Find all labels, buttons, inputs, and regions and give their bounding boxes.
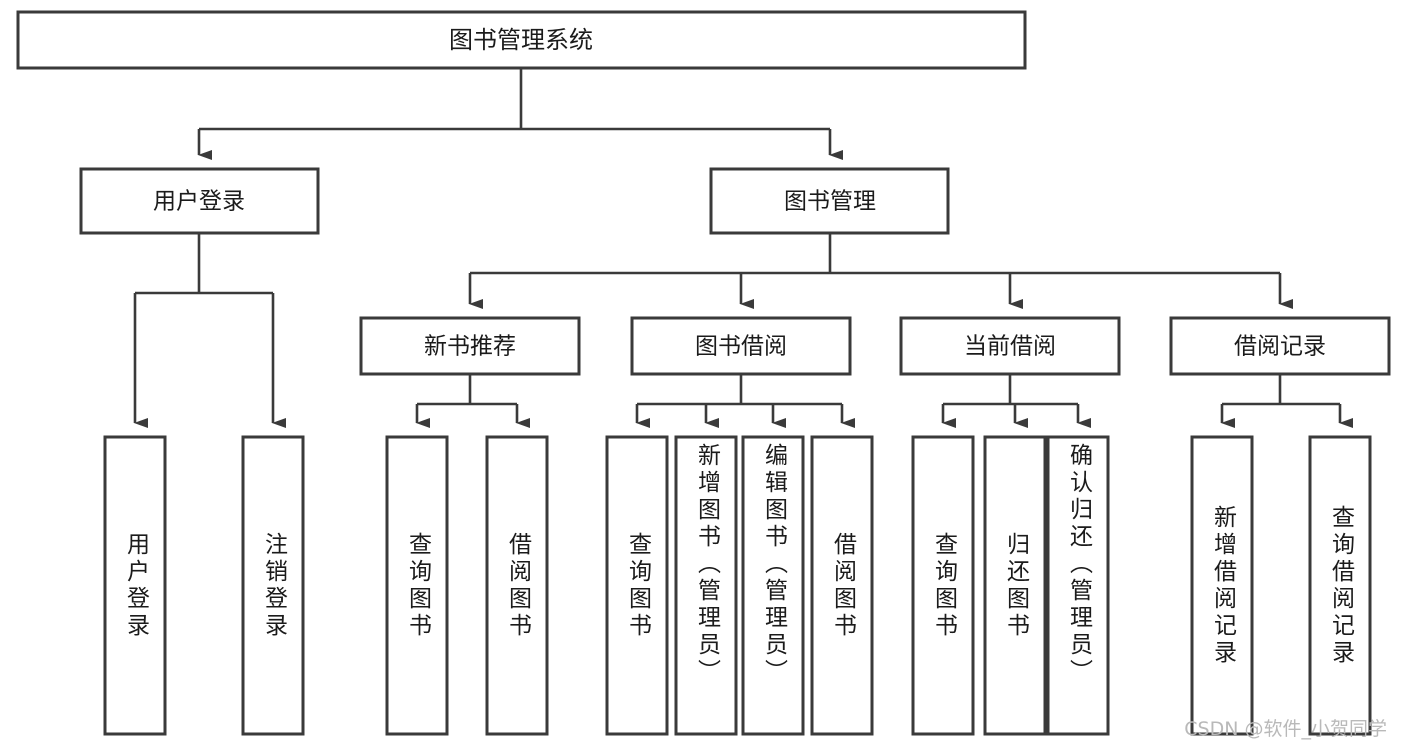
node-book-management-label: 图书管理 (784, 189, 876, 215)
leaf-edit-book-box[interactable] (741, 435, 805, 736)
leaf-confirm-return-box[interactable] (1046, 435, 1110, 736)
node-user-login-label: 用户登录 (153, 189, 245, 215)
leaf-add-record-box[interactable] (1190, 435, 1254, 736)
node-borrow-record-label: 借阅记录 (1234, 334, 1326, 360)
node-book-borrow-box[interactable] (630, 316, 852, 376)
leaf-return-book-box[interactable] (983, 435, 1047, 736)
leaf-query-book-1-box[interactable] (385, 435, 449, 736)
node-current-borrow-box[interactable] (899, 316, 1121, 376)
leaf-logout-box[interactable] (241, 435, 305, 736)
leaf-user-login-box[interactable] (103, 435, 167, 736)
leaf-borrow-book-2-box[interactable] (810, 435, 874, 736)
node-root-label: 图书管理系统 (449, 26, 593, 54)
node-book-management-box[interactable] (709, 167, 950, 235)
node-book-borrow-label: 图书借阅 (695, 334, 787, 360)
node-root-box[interactable] (16, 10, 1027, 70)
leaf-query-book-3-box[interactable] (911, 435, 975, 736)
leaf-query-record-box[interactable] (1308, 435, 1372, 736)
node-new-book-recommend-label: 新书推荐 (424, 334, 516, 360)
node-new-book-recommend-box[interactable] (359, 316, 581, 376)
leaf-borrow-book-1-box[interactable] (485, 435, 549, 736)
node-current-borrow-label: 当前借阅 (964, 334, 1056, 360)
node-borrow-record-box[interactable] (1169, 316, 1391, 376)
leaf-add-book-box[interactable] (674, 435, 738, 736)
leaf-query-book-2-box[interactable] (605, 435, 669, 736)
